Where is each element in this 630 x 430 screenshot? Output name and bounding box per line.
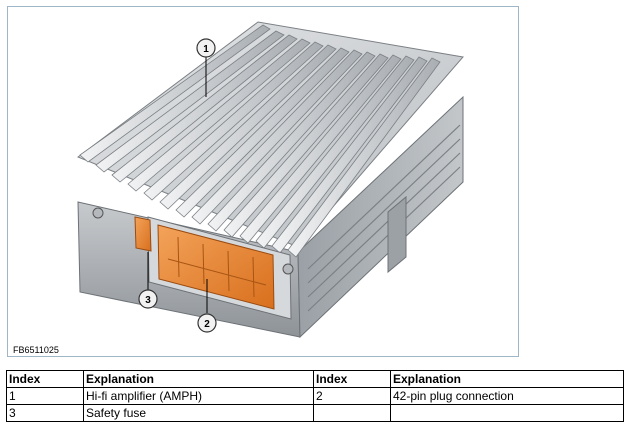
svg-text:2: 2	[204, 319, 210, 330]
callout-2: 2	[197, 313, 217, 333]
cell-index: 3	[6, 404, 84, 422]
safety-fuse	[134, 216, 152, 252]
plug-connection	[157, 224, 275, 310]
cell-index	[313, 404, 391, 422]
leader-lines	[147, 57, 208, 313]
callout-1: 1	[196, 38, 216, 58]
cell-explanation: 42-pin plug connection	[390, 387, 624, 405]
header-index-1: Index	[6, 370, 84, 388]
cooling-fins	[79, 24, 441, 258]
header-explanation-2: Explanation	[390, 370, 624, 388]
screw-right	[282, 263, 294, 275]
cell-explanation: Safety fuse	[83, 404, 314, 422]
housing-side	[297, 95, 464, 339]
cell-explanation	[390, 404, 624, 422]
cell-explanation: Hi-fi amplifier (AMPH)	[83, 387, 314, 405]
table-header-row: Index Explanation Index Explanation	[6, 370, 624, 388]
header-explanation-1: Explanation	[83, 370, 314, 388]
amplifier-drawing: 1 2 3	[76, 21, 464, 339]
svg-text:1: 1	[203, 44, 209, 55]
table-row: 1 Hi-fi amplifier (AMPH) 2 42-pin plug c…	[6, 387, 624, 405]
mounting-bracket	[387, 195, 407, 274]
cell-index: 2	[313, 387, 391, 405]
header-index-2: Index	[313, 370, 391, 388]
side-ribs	[307, 124, 461, 312]
screw-left	[92, 207, 104, 219]
callout-3: 3	[138, 289, 158, 309]
legend-table: Index Explanation Index Explanation 1 Hi…	[6, 370, 624, 422]
plug-pins	[167, 236, 267, 298]
figure-code: FB6511025	[13, 345, 59, 355]
component-illustration: 1 2 3 FB6511025	[7, 6, 519, 357]
cell-index: 1	[6, 387, 84, 405]
svg-text:3: 3	[145, 295, 151, 306]
table-row: 3 Safety fuse	[6, 404, 624, 422]
